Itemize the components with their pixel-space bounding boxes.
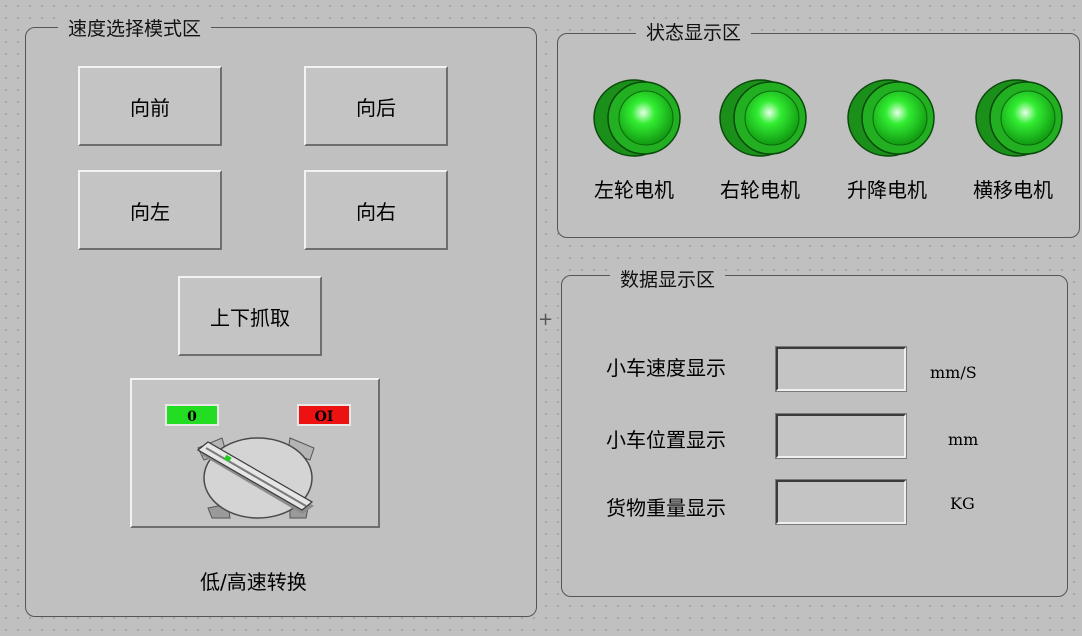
left-wheel-motor-lamp-icon <box>593 79 681 157</box>
cart-speed-field <box>775 346 907 392</box>
speed-switch-caption: 低/高速转换 <box>200 570 307 594</box>
forward-button[interactable]: 向前 <box>78 66 222 146</box>
data-panel-title: 数据显示区 <box>610 267 726 293</box>
crosshair-marker-icon: + <box>538 309 554 330</box>
high-speed-indicator: OI <box>297 404 351 426</box>
speed-mode-panel-title: 速度选择模式区 <box>58 16 212 42</box>
traverse-motor-lamp-icon <box>975 79 1063 157</box>
grab-button[interactable]: 上下抓取 <box>178 276 322 356</box>
cart-speed-label: 小车速度显示 <box>606 356 726 380</box>
cart-position-unit: mm <box>948 430 979 449</box>
cart-speed-unit: mm/S <box>930 363 977 382</box>
right-wheel-motor-lamp-icon <box>719 79 807 157</box>
traverse-motor-label: 横移电机 <box>973 178 1053 202</box>
cargo-weight-label: 货物重量显示 <box>606 496 726 520</box>
cart-position-label: 小车位置显示 <box>606 428 726 452</box>
left-wheel-motor-label: 左轮电机 <box>594 178 674 202</box>
lift-motor-lamp-icon <box>847 79 935 157</box>
speed-selector-switch[interactable]: 0 OI <box>130 378 380 528</box>
right-button[interactable]: 向右 <box>304 170 448 250</box>
left-button[interactable]: 向左 <box>78 170 222 250</box>
right-wheel-motor-label: 右轮电机 <box>720 178 800 202</box>
backward-button[interactable]: 向后 <box>304 66 448 146</box>
status-panel-title: 状态显示区 <box>636 20 752 46</box>
cart-position-field <box>775 413 907 459</box>
cargo-weight-field <box>775 479 907 525</box>
cargo-weight-unit: KG <box>950 494 975 513</box>
rotary-knob-icon[interactable] <box>130 378 380 528</box>
low-speed-indicator: 0 <box>165 404 219 426</box>
lift-motor-label: 升降电机 <box>847 178 927 202</box>
